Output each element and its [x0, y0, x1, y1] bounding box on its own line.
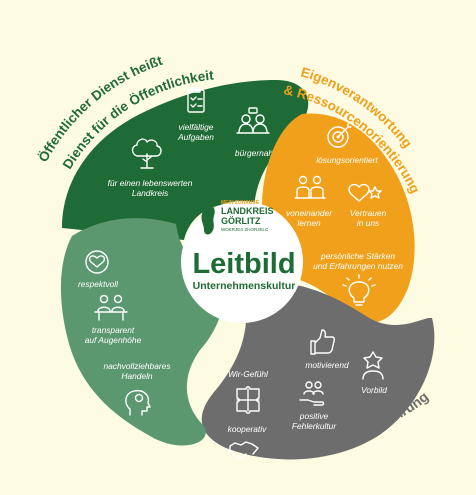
center-subtitle: Unternehmenskultur — [193, 280, 296, 292]
people-talking-icon — [236, 107, 270, 134]
staerken-label-2: und Erfahrungen nutzen — [313, 261, 403, 271]
transparent-label-1: transparent — [92, 325, 135, 335]
fehlerkultur-label-2: Fehlerkultur — [292, 421, 337, 431]
lightbulb-icon — [342, 274, 376, 306]
vertrauen-label-2: in uns — [357, 218, 380, 228]
hand-people-icon — [299, 381, 325, 406]
center-emblem: MEIN ZUHAUSE LANDKREIS GÖRLITZ WOKRJES Z… — [181, 197, 303, 323]
kooperativ-label: kooperativ — [228, 424, 267, 434]
lebenswert-label-2: Landkreis — [132, 188, 169, 198]
thumbs-up-icon — [310, 329, 336, 355]
logo-line-2: LANDKREIS — [221, 206, 274, 216]
nachvollziehbar-label-2: Handeln — [121, 371, 153, 381]
logo-line-3: GÖRLITZ — [221, 216, 261, 226]
voneinander-label-1: voneinander — [286, 208, 333, 218]
head-gears-icon — [125, 389, 151, 416]
buergernah-label: bürgernah — [235, 148, 274, 158]
fuehrung-shape — [201, 284, 435, 460]
vertrauen-label-1: Vertrauen — [350, 208, 387, 218]
fehlerkultur-label-1: positive — [299, 411, 329, 421]
footprint-logo-icon — [201, 197, 217, 235]
wirgefuehl-label: Wir-Gefühl — [228, 369, 269, 379]
logo-line-4: WOKRJES ZHORJELC — [221, 227, 269, 232]
vielfaeltig-label-2: Aufgaben — [177, 132, 214, 142]
heart-star-icon — [348, 183, 382, 202]
logo-line-1: MEIN ZUHAUSE — [221, 200, 260, 206]
voneinander-label-2: lernen — [297, 218, 321, 228]
transparent-label-2: auf Augenhöhe — [85, 335, 142, 345]
checklist-icon — [187, 87, 205, 113]
staerken-label-1: persönliche Stärken — [320, 251, 395, 261]
lebenswert-label-1: für einen lebenswerten — [108, 178, 193, 188]
vielfaeltig-label-1: vielfältige — [179, 122, 214, 132]
dienst-shape — [62, 80, 309, 240]
loesung-label: lösungsorientiert — [316, 155, 378, 165]
puzzle-icon — [236, 386, 260, 414]
heart-hands-icon — [85, 250, 109, 274]
center-title: Leitbild — [192, 248, 295, 280]
handshake-icon — [229, 441, 259, 460]
star-person-icon — [362, 351, 384, 380]
tree-icon — [131, 138, 162, 169]
meeting-icon — [94, 294, 128, 321]
respektvoll-label: respektvoll — [78, 279, 119, 289]
target-icon — [327, 123, 352, 148]
teaching-icon — [294, 175, 326, 199]
nachvollziehbar-label-1: nachvollziehbares — [103, 361, 171, 371]
vorbild-label: Vorbild — [361, 385, 387, 395]
motivierend-label: motivierend — [305, 360, 349, 370]
